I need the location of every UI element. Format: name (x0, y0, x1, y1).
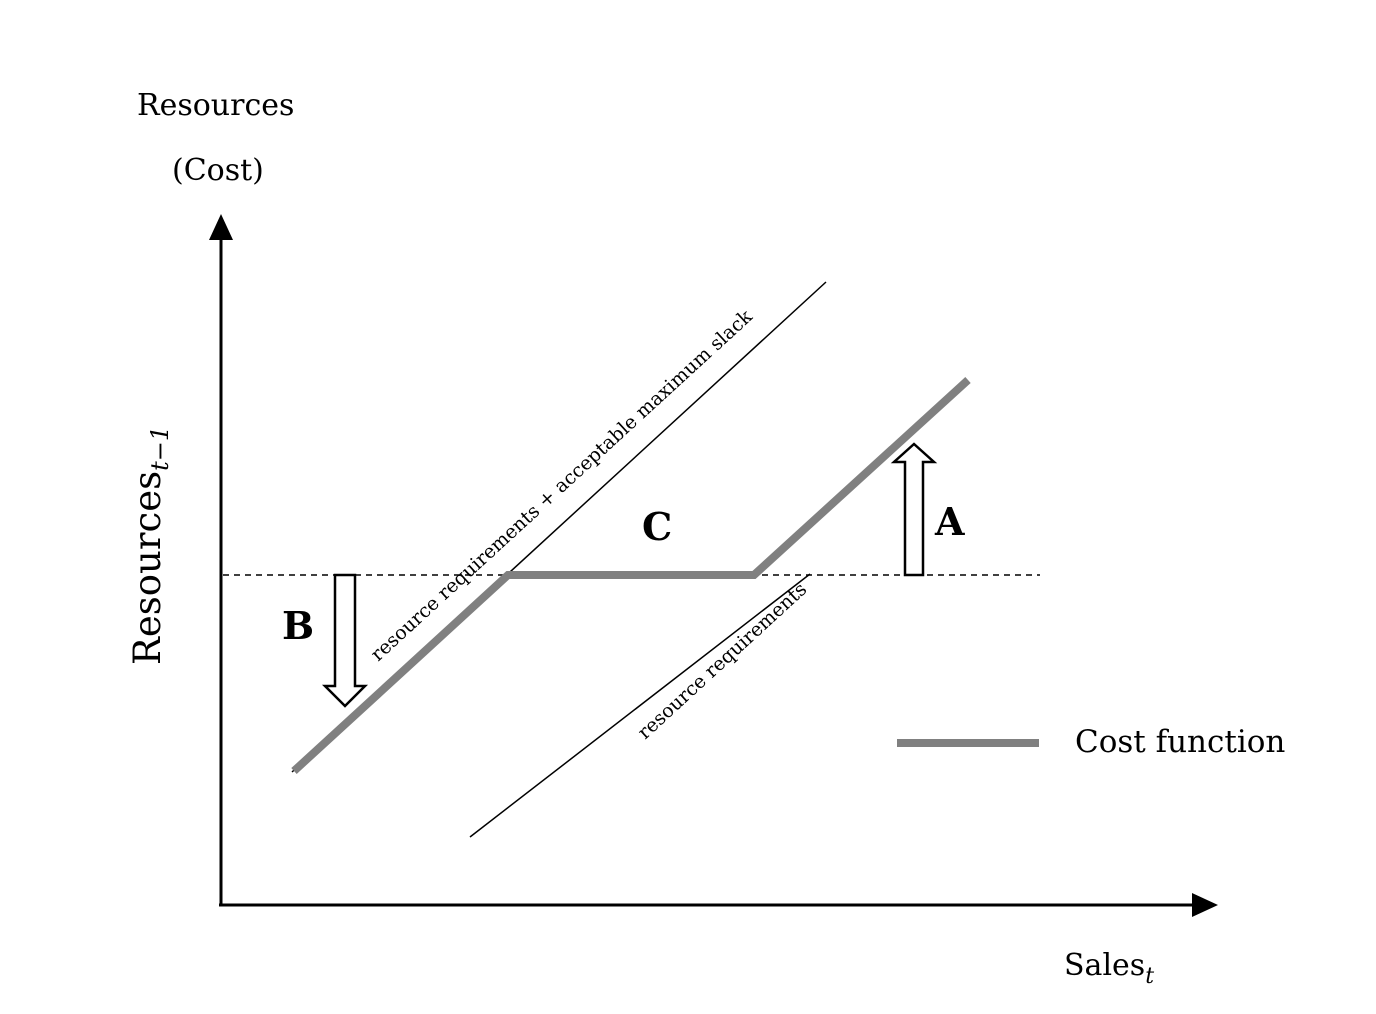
y-axis-arrowhead (209, 214, 233, 240)
x-axis-label-subscript: t (1145, 964, 1154, 989)
legend-label: Cost function (1075, 724, 1285, 760)
cost-function-line (291, 377, 971, 774)
prior-resources-label: Resourcest−1 (126, 426, 174, 665)
y-axis-title-line2: (Cost) (172, 153, 264, 188)
resource-requirements-line (469, 573, 811, 838)
prior-resources-label-subscript: t−1 (146, 426, 174, 471)
x-axis-label: Salest (1064, 948, 1154, 989)
upper-threshold-line-label: resource requirements + acceptable maxim… (367, 305, 758, 665)
y-axis-title-line1: Resources (137, 88, 294, 123)
prior-resources-label-main: Resources (126, 471, 169, 665)
resource-requirements-line-label: resource requirements (634, 578, 812, 743)
arrow-up-a (890, 442, 938, 577)
arrow-down-b (321, 573, 369, 708)
x-axis-arrowhead (1192, 893, 1218, 917)
region-c-label: C (642, 504, 672, 549)
region-b-label: B (282, 603, 314, 648)
x-axis-label-main: Sales (1064, 948, 1145, 983)
region-a-label: A (934, 499, 965, 544)
